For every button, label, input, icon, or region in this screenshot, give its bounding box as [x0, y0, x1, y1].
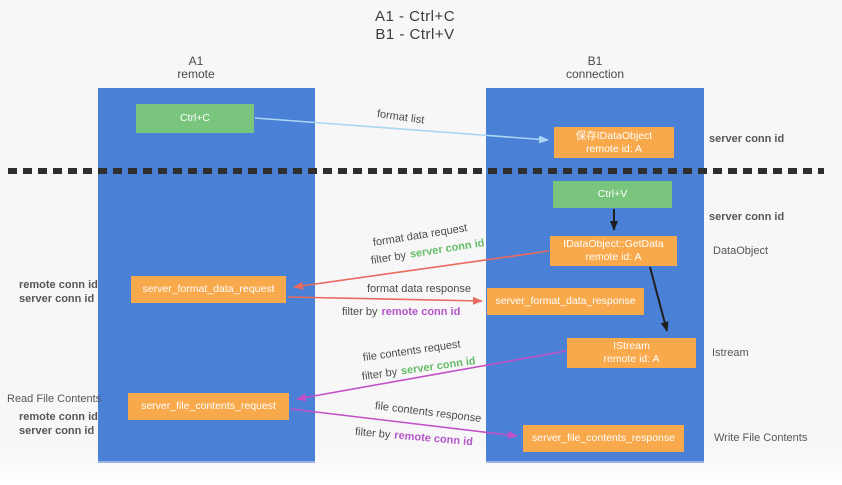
node-istream-line1: IStream [613, 340, 650, 352]
column-b-header: B1 connection [535, 55, 655, 81]
remote-conn-id-label-left-bottom: remote conn id [19, 411, 98, 423]
node-server-file-contents-response: server_file_contents_response [523, 425, 684, 452]
server-conn-id-label-mid: server conn id [709, 211, 785, 223]
server-conn-id-label-top: server conn id [709, 133, 785, 145]
diagram-title: A1 - Ctrl+C B1 - Ctrl+V [300, 8, 530, 44]
node-save-dataobject-line1: 保存IDataObject [575, 129, 653, 142]
write-file-contents-label: Write File Contents [714, 432, 808, 444]
node-getdata-line2: remote id: A [585, 251, 642, 263]
node-save-dataobject-line2: remote id: A [585, 142, 643, 155]
node-istream: IStream remote id: A [567, 338, 696, 368]
column-b-name: B1 [587, 54, 603, 68]
filter-by-text: filter by [354, 426, 391, 442]
node-server-format-data-response-label: server_format_data_response [495, 295, 636, 307]
server-conn-id-text: server conn id [400, 355, 477, 378]
node-server-format-data-response: server_format_data_response [487, 288, 644, 315]
column-a-role: remote [177, 67, 215, 81]
node-getdata: IDataObject::GetData remote id: A [550, 236, 677, 266]
file-contents-response-label: file contents response [374, 400, 482, 425]
node-server-format-data-request-label: server_format_data_request [142, 283, 275, 295]
dataobject-label: DataObject [713, 245, 769, 257]
filter-by-text: filter by [370, 249, 407, 267]
read-file-contents-label: Read File Contents [7, 393, 102, 405]
title-line-2: B1 - Ctrl+V [375, 26, 455, 43]
node-server-file-contents-request: server_file_contents_request [128, 393, 289, 420]
format-data-response-label: format data response [367, 283, 471, 295]
column-a-header: A1 remote [136, 55, 256, 81]
filter-by-text: filter by [342, 306, 378, 318]
dotted-divider [8, 168, 824, 174]
title-line-1: A1 - Ctrl+C [374, 8, 456, 25]
node-save-dataobject: 保存IDataObject remote id: A [554, 127, 674, 158]
remote-conn-id-label-left-top: remote conn id [19, 279, 98, 291]
server-conn-id-label-left-bottom: server conn id [19, 425, 95, 437]
node-server-file-contents-response-label: server_file_contents_response [531, 432, 675, 444]
istream-label: Istream [712, 347, 749, 359]
node-ctrl-v-label: Ctrl+V [597, 188, 628, 200]
node-server-file-contents-request-label: server_file_contents_request [141, 400, 276, 412]
column-b-role: connection [565, 67, 625, 81]
format-list-label: format list [376, 108, 426, 127]
node-ctrl-c: Ctrl+C [136, 104, 254, 133]
remote-conn-id-text: remote conn id [393, 429, 474, 449]
node-istream-line2: remote id: A [603, 353, 660, 365]
filter-by-text: filter by [361, 366, 398, 383]
node-getdata-line1: IDataObject::GetData [563, 238, 664, 250]
column-a-name: A1 [188, 54, 204, 68]
remote-conn-id-text: remote conn id [381, 306, 461, 318]
format-data-response-arrow [287, 296, 483, 305]
node-server-format-data-request: server_format_data_request [131, 276, 286, 303]
node-ctrl-v: Ctrl+V [553, 181, 672, 208]
node-ctrl-c-label: Ctrl+C [179, 112, 211, 124]
server-conn-id-label-left-top: server conn id [19, 293, 95, 305]
